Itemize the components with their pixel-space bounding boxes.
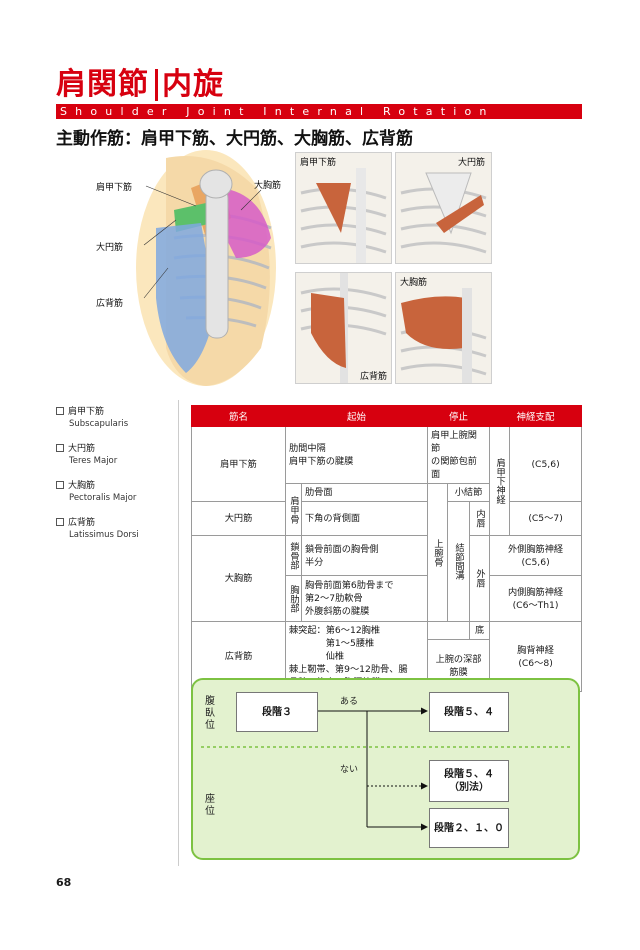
label-latissimus: 広背筋 bbox=[96, 299, 124, 309]
legend-item-latissimus: 広背筋 Latissimus Dorsi bbox=[56, 517, 139, 541]
panel-label-latissimus: 広背筋 bbox=[360, 372, 388, 382]
muscle-table: 筋名 起始 停止 神経支配 肩甲下筋 肋間中隔 肩甲下筋の腱膜 肩甲上腕関節 の… bbox=[191, 405, 583, 692]
cell-origin: 胸骨前面第6肋骨まで 第2～7肋軟骨 外腹斜筋の腱膜 bbox=[300, 575, 429, 622]
table-row: 肩甲骨 肋骨面 上腕骨 小結節 bbox=[192, 483, 582, 622]
header-insertion: 停止 bbox=[427, 405, 491, 427]
cell-muscle: 肩甲下筋 bbox=[191, 426, 286, 502]
cell-nerve: 外側胸筋神経 (C5,6) bbox=[489, 535, 583, 576]
label-pectoralis: 大胸筋 bbox=[254, 181, 282, 191]
panel-label-teres-major: 大円筋 bbox=[458, 158, 486, 168]
cell-nerve-name: 肩甲下神経 bbox=[489, 426, 511, 536]
cell-clavicular: 鎖骨部 bbox=[285, 535, 302, 576]
checkbox-icon bbox=[56, 481, 64, 489]
page-subtitle-movement: 内旋 bbox=[162, 67, 224, 102]
branch-no-label: ない bbox=[340, 765, 359, 775]
section-divider bbox=[178, 400, 179, 866]
checkbox-icon bbox=[56, 407, 64, 415]
table-row: 広背筋 棘突起：第6～12胸椎 第1～5腰椎 仙椎 棘上靭帯、第9～12肋骨、腸… bbox=[191, 621, 583, 692]
cell-sternocostal: 胸肋部 bbox=[285, 575, 302, 622]
branch-yes-label: ある bbox=[340, 697, 359, 707]
panel-pectoralis: 大胸筋 bbox=[395, 272, 492, 384]
table-row: 大胸筋 鎖骨部 鎖骨前面の胸骨側 半分 外唇 外側胸筋神経 (C5,6) bbox=[191, 535, 583, 622]
cell-insertion: 肩甲上腕関節 の関節包前面 bbox=[427, 426, 491, 484]
step-grade-5-4: 段階５、４ bbox=[429, 692, 509, 732]
table-header-row: 筋名 起始 停止 神経支配 bbox=[191, 405, 583, 427]
cell-humerus: 上腕骨 bbox=[427, 483, 449, 622]
page-number: 68 bbox=[56, 876, 72, 889]
legend-item-teres-major: 大円筋 Teres Major bbox=[56, 443, 117, 467]
cell-nerve: (C5,6) bbox=[509, 426, 583, 502]
panel-label-pectoralis: 大胸筋 bbox=[400, 278, 428, 288]
title-divider bbox=[155, 69, 158, 101]
cell-origin: 下角の背側面 bbox=[300, 501, 429, 536]
table-row: 胸肋部 胸骨前面第6肋骨まで 第2～7肋軟骨 外腹斜筋の腱膜 内側胸筋神経 (C… bbox=[192, 575, 583, 622]
cell-muscle: 大胸筋 bbox=[191, 535, 286, 622]
cell-muscle: 大円筋 bbox=[191, 501, 286, 536]
checkbox-icon bbox=[56, 518, 64, 526]
header-origin: 起始 bbox=[284, 405, 429, 427]
step-grade-3: 段階３ bbox=[236, 692, 318, 732]
label-subscapularis: 肩甲下筋 bbox=[96, 183, 133, 193]
cell-scapula: 肩甲骨 bbox=[285, 483, 302, 536]
cell-floor: 底 bbox=[469, 621, 491, 640]
table-row: 大円筋 下角の背側面 結節間溝 内唇 (C5～7) bbox=[191, 501, 583, 622]
header-nerve: 神経支配 bbox=[489, 405, 583, 427]
table-row: 肩甲下筋 肋間中隔 肩甲下筋の腱膜 肩甲上腕関節 の関節包前面 肩甲下神経 (C… bbox=[191, 426, 583, 536]
step-grade-2-1-0: 段階２、１、０ bbox=[429, 808, 509, 848]
torso-figure bbox=[136, 150, 276, 386]
cell-insertion: 小結節 bbox=[447, 483, 491, 502]
step-grade-5-4-alt: 段階５、４ （別法） bbox=[429, 760, 509, 802]
legend-item-pectoralis: 大胸筋 Pectoralis Major bbox=[56, 480, 136, 504]
test-flowchart: 腹臥位 座位 段階３ ある ない 段階５、４ 段階５、４ （別法） 段階２、１、… bbox=[191, 678, 580, 860]
cell-origin: 肋間中隔 肩甲下筋の腱膜 bbox=[284, 426, 429, 484]
cell-outer-lip: 外唇 bbox=[469, 535, 491, 622]
cell-nerve: (C5～7) bbox=[509, 501, 583, 536]
panel-latissimus: 広背筋 bbox=[295, 272, 392, 384]
cell-nerve: 内側胸筋神経 (C6～Th1) bbox=[489, 575, 583, 622]
legend-item-subscapularis: 肩甲下筋 Subscapularis bbox=[56, 406, 128, 430]
flow-arrows bbox=[201, 707, 570, 831]
cell-origin: 鎖骨前面の胸骨側 半分 bbox=[300, 535, 429, 576]
cell-inner-lip: 内唇 bbox=[469, 501, 491, 536]
position-prone: 腹臥位 bbox=[205, 696, 215, 731]
header-muscle: 筋名 bbox=[191, 405, 286, 427]
main-muscle-illustration bbox=[56, 148, 288, 388]
label-teres-major: 大円筋 bbox=[96, 243, 124, 253]
cell-origin: 肋骨面 bbox=[300, 483, 429, 502]
title-row: 肩関節 内旋 bbox=[56, 66, 224, 104]
panel-teres-major: 大円筋 bbox=[395, 152, 492, 264]
cell-blank bbox=[427, 621, 471, 640]
english-title-band: Shoulder Joint Internal Rotation bbox=[56, 104, 582, 119]
panel-label-subscapularis: 肩甲下筋 bbox=[300, 158, 337, 168]
cell-groove: 結節間溝 bbox=[447, 501, 471, 622]
position-sitting: 座位 bbox=[205, 794, 215, 817]
panel-subscapularis: 肩甲下筋 bbox=[295, 152, 392, 264]
page-title: 肩関節 bbox=[56, 67, 149, 102]
prime-movers-heading: 主動作筋：肩甲下筋、大円筋、大胸筋、広背筋 bbox=[56, 129, 413, 149]
checkbox-icon bbox=[56, 444, 64, 452]
